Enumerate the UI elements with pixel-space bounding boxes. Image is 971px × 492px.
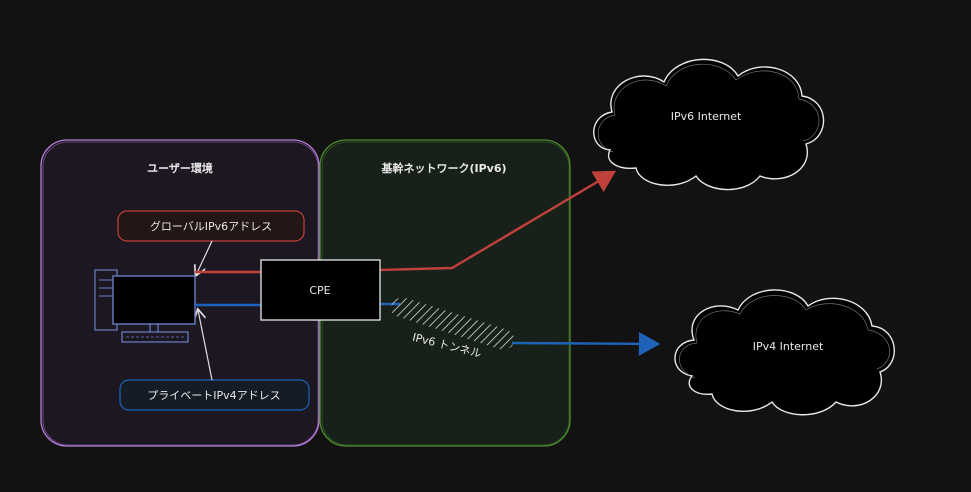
private-ipv4-address-tag: プライベートIPv4アドレス bbox=[119, 379, 310, 411]
ipv6-path-to-internet bbox=[378, 170, 617, 272]
ipv6-internet-cloud: IPv6 Internet bbox=[593, 58, 825, 191]
ipv6-internet-label: IPv6 Internet bbox=[671, 110, 742, 123]
ipv4-path-to-internet bbox=[511, 331, 661, 356]
computer-icon bbox=[94, 269, 196, 343]
global-ipv6-address-tag: グローバルIPv6アドレス bbox=[117, 210, 305, 242]
ipv4-internet-label: IPv4 Internet bbox=[753, 340, 824, 353]
private-address-pointer bbox=[198, 310, 213, 381]
private-ipv4-address-label: プライベートIPv4アドレス bbox=[147, 389, 280, 402]
cpe-device: CPE bbox=[260, 259, 381, 321]
global-address-pointer bbox=[196, 240, 213, 275]
backbone-zone: 基幹ネットワーク(IPv6) bbox=[319, 139, 571, 447]
backbone-title: 基幹ネットワーク(IPv6) bbox=[380, 161, 506, 175]
global-ipv6-address-label: グローバルIPv6アドレス bbox=[150, 219, 272, 233]
user-env-title: ユーザー環境 bbox=[147, 161, 213, 175]
ipv4-internet-cloud: IPv4 Internet bbox=[674, 289, 895, 416]
cpe-label: CPE bbox=[309, 284, 330, 297]
